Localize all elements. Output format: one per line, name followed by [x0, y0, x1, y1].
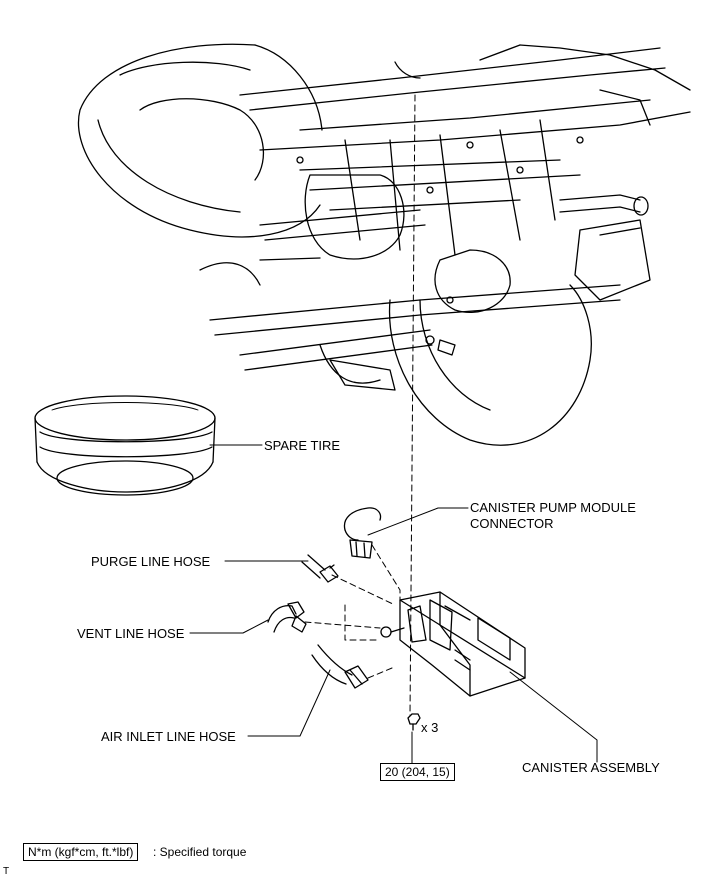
- leader-lines: [189, 444, 598, 765]
- canister-assembly-label: CANISTER ASSEMBLY: [522, 760, 660, 775]
- bolt-illustration: [407, 713, 421, 731]
- purge-line-hose-illustration: [301, 554, 339, 583]
- rear-tire-right-illustration: [388, 284, 592, 446]
- alignment-guide-lines: [304, 94, 416, 716]
- air-inlet-line-hose-illustration: [311, 644, 369, 689]
- torque-value-box: 20 (204, 15): [380, 763, 455, 781]
- corner-mark: T: [3, 866, 10, 877]
- canister-assembly-illustration: [380, 591, 526, 697]
- legend-description: : Specified torque: [153, 845, 247, 859]
- pump-module-connector-label-line1: CANISTER PUMP MODULE: [470, 500, 636, 515]
- bolt-count-label: x 3: [421, 720, 439, 735]
- air-inlet-line-hose-label: AIR INLET LINE HOSE: [101, 729, 236, 744]
- legend-units-box: N*m (kgf*cm, ft.*lbf): [23, 843, 139, 861]
- spare-tire-illustration: [34, 395, 216, 496]
- vent-line-hose-illustration: [267, 601, 307, 633]
- vent-line-hose-label: VENT LINE HOSE: [77, 626, 185, 641]
- spare-tire-label: SPARE TIRE: [264, 438, 341, 453]
- vehicle-underbody-illustration: [77, 43, 691, 391]
- purge-line-hose-label: PURGE LINE HOSE: [91, 554, 211, 569]
- pump-module-connector-label-line2: CONNECTOR: [470, 516, 554, 531]
- pump-connector-illustration: [343, 507, 382, 559]
